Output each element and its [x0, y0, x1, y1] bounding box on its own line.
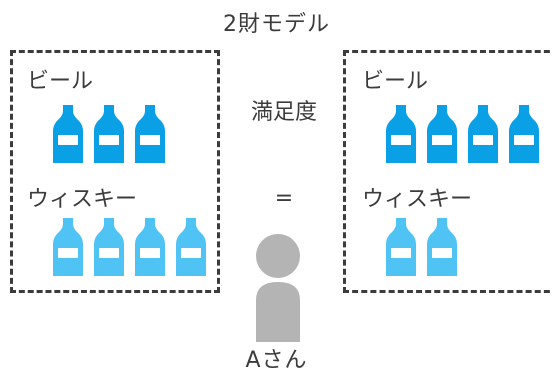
whisky-bottle-icon [53, 218, 83, 276]
person-head [256, 234, 300, 278]
satisfaction-label: 満足度 [250, 100, 317, 125]
beer-bottle-icon [94, 105, 124, 163]
diagram-title: 2財モデル [223, 12, 330, 37]
whisky-bottle-icon [176, 218, 206, 276]
whisky-bottle-row-left [51, 218, 208, 276]
beer-bottle-icon [53, 105, 83, 163]
person-body [256, 282, 300, 342]
whisky-bottle-icon [135, 218, 165, 276]
bundle-box-left: ビール ウィスキー [10, 50, 220, 293]
equals-sign: = [274, 186, 294, 211]
bundle-box-right: ビール ウィスキー [343, 50, 553, 293]
beer-bottle-icon [468, 105, 498, 163]
whisky-bottle-row-right [384, 218, 459, 276]
whisky-label-left: ウィスキー [27, 187, 138, 212]
beer-bottle-icon [386, 105, 416, 163]
whisky-label-right: ウィスキー [362, 187, 473, 212]
beer-label-left: ビール [27, 69, 94, 94]
whisky-bottle-icon [386, 218, 416, 276]
beer-bottle-icon [427, 105, 457, 163]
person-icon [248, 234, 308, 346]
whisky-bottle-icon [94, 218, 124, 276]
beer-bottle-icon [509, 105, 539, 163]
beer-bottle-row-right [384, 105, 541, 163]
person-caption: Aさん [245, 348, 308, 373]
beer-bottle-row-left [51, 105, 167, 163]
beer-bottle-icon [135, 105, 165, 163]
whisky-bottle-icon [427, 218, 457, 276]
beer-label-right: ビール [362, 69, 429, 94]
